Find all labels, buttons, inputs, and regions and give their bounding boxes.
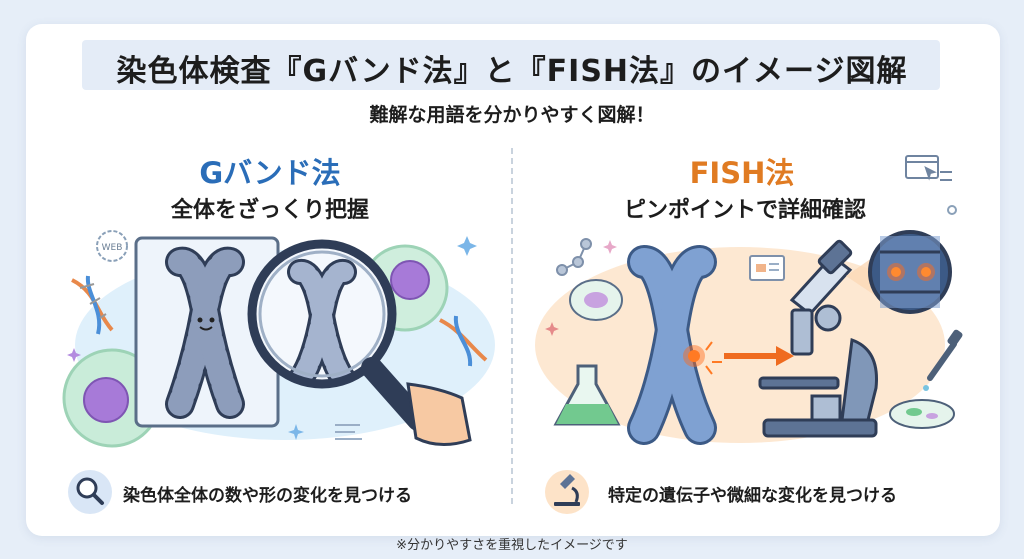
svg-text:WEB: WEB [102,243,123,253]
zoom-view-icon [846,230,952,314]
molecule-icon [556,238,592,276]
microscope-icon [758,239,878,438]
chromosome-banded-icon [165,246,245,419]
deco-lines-icon [335,424,362,440]
sparkle-icon [545,322,559,336]
fish-subheading: ピンポイントで詳細確認 [623,198,866,223]
dna-icon [71,275,114,335]
sparkle-icon [603,240,617,254]
dna-icon [439,315,488,367]
page-subtitle: 難解な用語を分かりやすく図解！ [369,104,655,126]
web-badge-icon: WEB [96,230,128,262]
fish-caption: 特定の遺伝子や微細な変化を見つける [608,486,897,506]
dropper-icon [923,329,963,391]
flask-icon [553,364,621,426]
fish-heading: FISH法 [689,156,795,190]
browser-window-icon [905,155,952,181]
magnifier-icon [247,239,472,446]
document-icon [749,255,785,281]
signal-rays-icon [705,341,722,375]
microscope-small-icon [545,470,589,514]
page-title: 染色体検査『Gバンド法』と『FISH法』のイメージ図解 [116,54,908,89]
gband-subheading: 全体をざっくり把握 [170,198,369,223]
fish-blob [535,247,945,443]
search-icon [68,470,112,514]
petri-dish-icon [889,399,955,429]
sparkle-icon [67,236,477,440]
title-band [82,40,940,90]
footnote: ※分かりやすさを重視したイメージです [396,538,628,553]
gband-heading: Gバンド法 [199,156,341,190]
gband-illustration: WEB [62,230,495,448]
panel-divider [511,148,513,504]
gband-caption: 染色体全体の数や形の変化を見つける [123,486,412,506]
chromosome-fish-icon [627,245,717,445]
arrowhead-icon [776,346,794,366]
fish-illustration [535,155,963,445]
petri-dish-icon [569,279,623,321]
